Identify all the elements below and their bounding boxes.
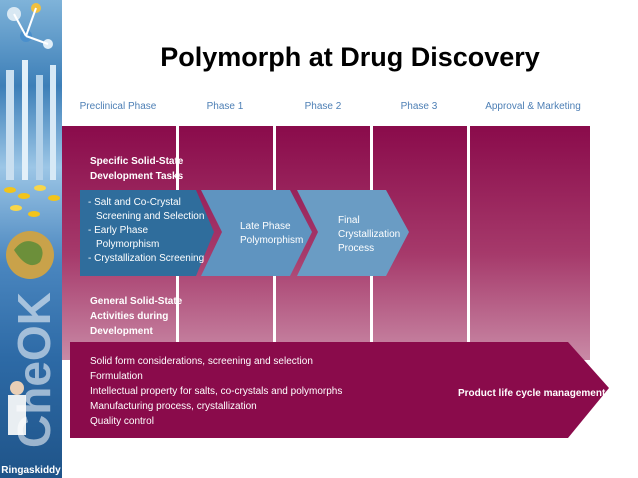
phase-header-approval: Approval & Marketing bbox=[485, 101, 581, 112]
chevron-final-text: Final Crystallization Process bbox=[338, 214, 400, 256]
activity-item: Formulation bbox=[90, 371, 143, 382]
lifecycle-label: Product life cycle management bbox=[458, 388, 606, 399]
chevron-line: Process bbox=[338, 243, 375, 254]
chevron-line: - Early Phase bbox=[88, 225, 149, 236]
specific-tasks-label: Specific Solid-State Development Tasks bbox=[90, 154, 183, 184]
svg-text:CheOK: CheOK bbox=[8, 292, 60, 448]
general-activities-label-line: Activities during bbox=[90, 311, 169, 322]
phase-header-preclinical: Preclinical Phase bbox=[79, 101, 157, 112]
specific-tasks-label-line: Specific Solid-State bbox=[90, 156, 184, 167]
sidebar-logo-caption: Ringaskiddy bbox=[1, 465, 61, 476]
phase-header-phase-1: Phase 1 bbox=[206, 101, 244, 112]
chevron-line: - Salt and Co-Crystal bbox=[88, 197, 181, 208]
vertical-logo-text: CheOK bbox=[8, 292, 60, 448]
decorative-sidebar: CheOK Ringaskiddy bbox=[0, 0, 62, 478]
phase-divider bbox=[467, 126, 470, 360]
chevron-preclinical-text: - Salt and Co-Crystal Screening and Sele… bbox=[88, 196, 204, 266]
slide-title: Polymorph at Drug Discovery bbox=[160, 42, 540, 72]
chevron-line: Polymorphism bbox=[240, 235, 304, 246]
general-activities-label: General Solid-State Activities during De… bbox=[90, 294, 182, 339]
chevron-preclinical bbox=[80, 190, 214, 276]
chevron-line: Final bbox=[338, 215, 360, 226]
phase-header-phase-2: Phase 2 bbox=[304, 101, 342, 112]
chevron-line: Crystallization bbox=[338, 229, 401, 240]
chevron-late-phase-text: Late Phase Polymorphism bbox=[240, 220, 303, 248]
activity-item: Solid form considerations, screening and… bbox=[90, 356, 313, 367]
general-activities-label-line: General Solid-State bbox=[90, 296, 183, 307]
chevron-line: Screening and Selection bbox=[96, 211, 205, 222]
chevron-line: Polymorphism bbox=[96, 239, 160, 250]
activity-item: Intellectual property for salts, co-crys… bbox=[90, 386, 343, 397]
specific-tasks-label-line: Development Tasks bbox=[90, 171, 184, 182]
activity-item: Manufacturing process, crystallization bbox=[90, 401, 257, 412]
activity-item: Quality control bbox=[90, 416, 154, 427]
general-activities-label-line: Development bbox=[90, 326, 153, 337]
chevron-line: - Crystallization Screening bbox=[88, 253, 205, 264]
lifecycle-arrow bbox=[70, 342, 609, 438]
chevron-line: Late Phase bbox=[240, 221, 291, 232]
chevron-late-phase bbox=[201, 190, 312, 276]
phase-header-phase-3: Phase 3 bbox=[400, 101, 438, 112]
molecule-illustration bbox=[4, 3, 60, 435]
chevron-final-crystallization bbox=[297, 190, 409, 276]
